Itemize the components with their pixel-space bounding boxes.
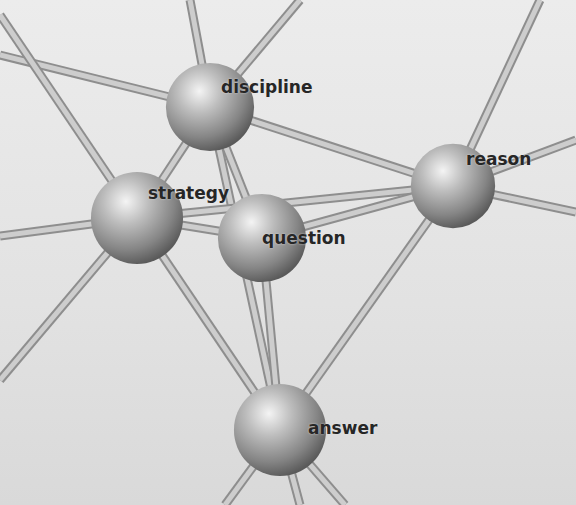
sphere-node: reason [410,143,496,229]
sphere [165,62,255,152]
node-label: answer [308,419,377,438]
sphere-node: answer [233,383,327,477]
node-label: reason [466,150,531,169]
connector-rod [300,196,416,228]
connector-rod [178,225,223,232]
node-label: discipline [221,78,312,97]
connector-rod [160,140,188,183]
loose-rod [453,0,540,186]
sphere-node: question [217,193,307,283]
connector-rod [266,278,276,389]
connector-rod [248,119,417,174]
node-label: strategy [148,184,229,203]
node-label: question [262,229,346,248]
sphere-node: discipline [165,62,255,152]
sphere-node: strategy [90,171,184,265]
